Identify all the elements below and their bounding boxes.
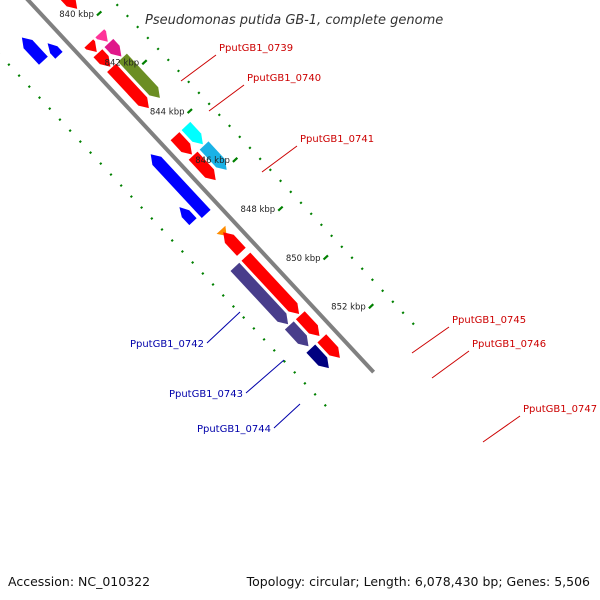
- callout-line-PputGB1_0739: [180, 54, 217, 82]
- gene-PputGB1_0741-cds: [107, 63, 149, 109]
- gene-label-PputGB1_0743: PputGB1_0743: [169, 389, 243, 400]
- callout-line-PputGB1_0745: [411, 326, 450, 354]
- callout-line-PputGB1_0747: [482, 415, 521, 443]
- gene-PputGB1_0739-cds: [84, 39, 97, 52]
- callout-line-PputGB1_0744: [273, 403, 301, 429]
- feature-lower-purple: [284, 321, 309, 347]
- axis-tick-852: [368, 303, 375, 310]
- axis-tick-846: [232, 157, 239, 163]
- feature-reverse-small: [47, 43, 63, 59]
- gene-PputGB1_0746-feature: [223, 232, 246, 256]
- axis-tick-label-850: 850 kbp: [286, 254, 321, 264]
- feature-reverse-upper: [21, 37, 48, 65]
- gene-PputGB1_0744-feature: [150, 154, 211, 218]
- feature-lower-navy: [306, 344, 329, 369]
- axis-tick-label-852: 852 kbp: [331, 303, 366, 313]
- callout-line-PputGB1_0740: [208, 84, 245, 112]
- gene-PputGB1_0747-feature: [230, 262, 289, 325]
- axis-tick-844: [186, 108, 193, 114]
- gene-label-PputGB1_0742: PputGB1_0742: [130, 339, 204, 350]
- callout-line-PputGB1_0742: [206, 311, 241, 344]
- callout-line-PputGB1_0746: [431, 350, 470, 379]
- axis-tick-label-846: 846 kbp: [195, 156, 230, 166]
- backbone-layer: [25, 0, 376, 374]
- axis-tick-842: [141, 59, 148, 66]
- callout-line-PputGB1_0743: [245, 359, 285, 394]
- sequence-backbone: [25, 0, 376, 374]
- axis-tick-label-848: 848 kbp: [241, 205, 276, 215]
- axis-tick-label-844: 844 kbp: [150, 107, 185, 117]
- gene-label-PputGB1_0744: PputGB1_0744: [197, 424, 271, 435]
- gene-PputGB1_0740-feature: [104, 38, 122, 57]
- gene-label-PputGB1_0740: PputGB1_0740: [247, 73, 321, 84]
- axis-tick-label-840: 840 kbp: [59, 10, 94, 20]
- feature-top-left-cds: [60, 0, 78, 9]
- gene-PputGB1_0740-cds: [93, 49, 111, 67]
- map-title: Pseudomonas putida GB-1, complete genome: [145, 13, 443, 28]
- gene-PputGB1_0743-cds: [188, 151, 216, 181]
- gene-label-PputGB1_0745: PputGB1_0745: [452, 315, 526, 326]
- feature-reverse-end: [179, 207, 197, 226]
- gene-PputGB1_0742-feature: [181, 121, 203, 145]
- gene-label-PputGB1_0747: PputGB1_0747: [523, 404, 597, 415]
- accession-text: Accession: NC_010322: [8, 574, 150, 589]
- callout-line-PputGB1_0741: [261, 145, 298, 173]
- gene-PputGB1_0742-cds: [170, 132, 192, 155]
- tick-layer: 840 kbp 842 kbp 844 kbp 846 kbp 848 kbp 850 k…: [59, 10, 375, 313]
- feature-lower-cds-2: [317, 334, 340, 358]
- axis-tick-label-842: 842 kbp: [105, 59, 140, 69]
- gene-PputGB1_0739-feature: [95, 29, 108, 42]
- topology-text: Topology: circular; Length: 6,078,430 bp…: [246, 574, 590, 589]
- feature-lower-cds: [295, 311, 320, 336]
- callout-layer: PputGB1_0739PputGB1_0740PputGB1_0741Pput…: [130, 43, 597, 443]
- axis-tick-840: [96, 10, 103, 17]
- axis-tick-850: [322, 254, 329, 261]
- feature-layer: [21, 0, 340, 369]
- grid-layer: [0, 0, 420, 413]
- gene-label-PputGB1_0741: PputGB1_0741: [300, 134, 374, 145]
- gene-label-PputGB1_0746: PputGB1_0746: [472, 339, 546, 350]
- axis-tick-848: [277, 205, 284, 212]
- inner-guide-line: [0, 53, 332, 413]
- gene-PputGB1_0741-feature: [118, 53, 160, 98]
- gene-label-PputGB1_0739: PputGB1_0739: [219, 43, 293, 54]
- gene-PputGB1_0747-cds: [241, 252, 300, 314]
- gene-PputGB1_0743-feature: [199, 141, 227, 170]
